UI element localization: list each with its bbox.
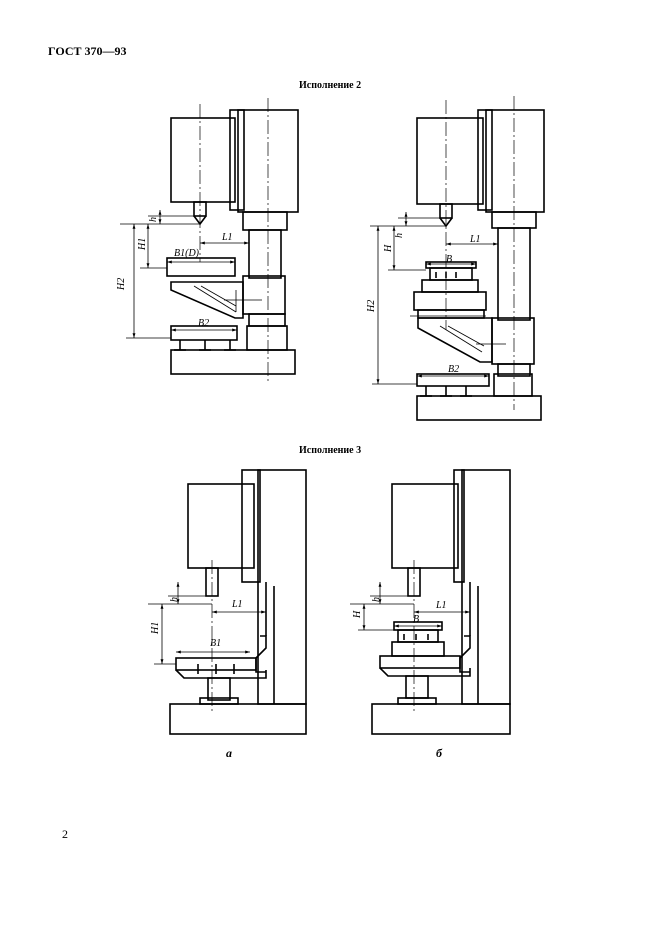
table-slide	[417, 309, 485, 319]
column-head-flange	[229, 109, 245, 211]
document-header: ГОСТ 370—93	[48, 44, 127, 58]
dim-label-h: h	[371, 597, 382, 602]
dim-label-h2: H2	[116, 278, 127, 291]
drawing-version-3-a: h H1 L1 B1	[148, 469, 307, 735]
column-bracket	[255, 635, 267, 673]
dim-label-l1: L1	[435, 600, 447, 611]
table-post	[207, 677, 231, 701]
dim-label-h: h	[394, 233, 405, 238]
column-upper	[248, 229, 282, 279]
dim-label-H: H	[352, 610, 363, 619]
vise-body	[391, 641, 445, 657]
table-support-wedge	[417, 317, 493, 363]
drawing-version-3-b: h H L1 B	[350, 469, 511, 735]
motor-housing	[187, 483, 255, 569]
table-underside	[379, 667, 471, 677]
post-foot	[397, 697, 437, 705]
dim-label-b2: B2	[198, 318, 209, 329]
dim-label-b1d: B1(D)	[174, 248, 200, 259]
post-foot	[199, 697, 239, 705]
head-flange	[453, 469, 465, 583]
table-bracket	[242, 275, 286, 315]
motor-housing	[416, 117, 484, 205]
dim-label-h1: H1	[150, 622, 161, 635]
work-table	[413, 291, 487, 311]
base-table	[416, 373, 490, 387]
dim-label-h: h	[148, 217, 159, 222]
motor-housing	[170, 117, 236, 203]
spindle-collar	[242, 211, 288, 231]
vise-body	[421, 279, 479, 293]
page-number: 2	[62, 827, 68, 841]
column-base	[246, 325, 288, 351]
dim-label-H: H	[383, 244, 394, 253]
table-post	[405, 675, 429, 699]
section-caption-2: Исполнение 2	[299, 80, 362, 91]
column-bracket	[459, 635, 471, 673]
table-bracket	[491, 317, 535, 365]
drawing-version-2-right: h H H2 L1 B B2	[366, 96, 545, 421]
dim-label-h1: H1	[137, 238, 148, 251]
dim-label-l1: L1	[231, 599, 243, 610]
base-plate	[170, 349, 296, 375]
table-underside	[175, 669, 267, 679]
dim-label-h: h	[169, 597, 180, 602]
dim-label-l1: L1	[469, 234, 481, 245]
column-head-flange	[477, 109, 493, 211]
work-table	[166, 257, 236, 277]
dim-label-b2: B2	[448, 364, 459, 375]
subfigure-label-b: б	[436, 746, 442, 760]
drawing-version-2-left: h H1 H2 L1 B1(D) B2	[116, 98, 299, 384]
section-caption-3: Исполнение 3	[299, 445, 362, 456]
motor-housing	[391, 483, 459, 569]
dim-label-h2: H2	[366, 300, 377, 313]
column-base	[493, 373, 533, 397]
base-plate	[371, 703, 511, 735]
dim-label-b1: B1	[210, 638, 221, 649]
drill-head	[485, 109, 545, 213]
column-ring	[248, 313, 286, 327]
dim-label-l1: L1	[221, 232, 233, 243]
base-plate	[169, 703, 307, 735]
base-table	[170, 325, 238, 341]
base-plate	[416, 395, 542, 421]
work-table	[379, 655, 461, 669]
subfigure-label-a: а	[226, 746, 232, 760]
head-flange	[241, 469, 261, 583]
dim-label-b: B	[413, 614, 419, 625]
dim-label-b: B	[446, 254, 452, 265]
table-support-wedge	[170, 281, 244, 319]
